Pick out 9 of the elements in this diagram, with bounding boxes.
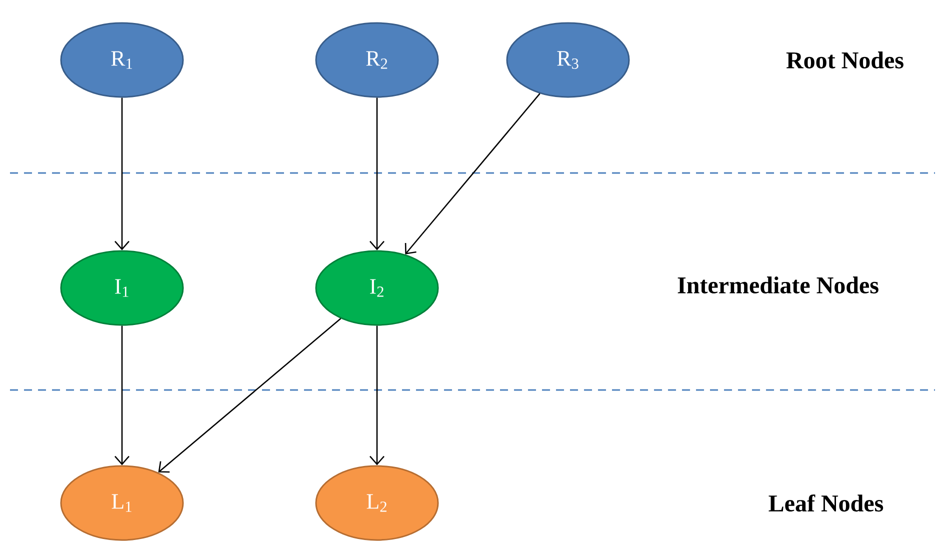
arrow [114,98,130,250]
arrow [114,326,130,466]
arrow [404,93,540,254]
arrow [370,98,384,250]
arrow [158,318,342,473]
layer-label: Leaf Nodes [768,494,884,512]
arrow [370,326,384,466]
layer-label: Root Nodes [786,52,904,68]
layer-label: Intermediate Nodes [678,276,878,294]
